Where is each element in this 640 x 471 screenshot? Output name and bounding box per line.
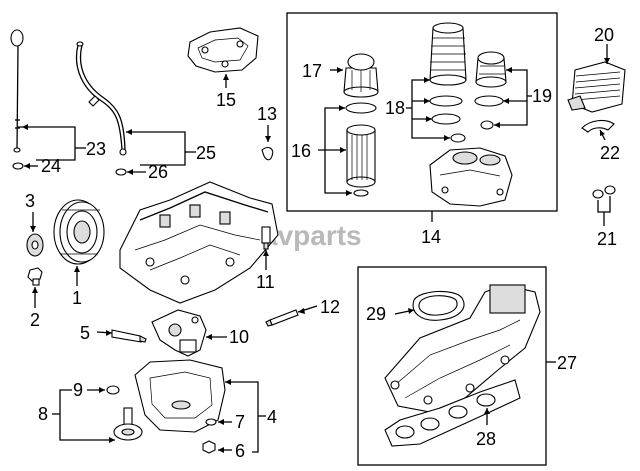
callout-12: 12	[320, 297, 340, 317]
dipstick-seal	[12, 162, 24, 170]
oil-cooler	[567, 61, 626, 113]
cooler-small-seal	[480, 120, 494, 130]
callout-17: 17	[302, 61, 322, 81]
crankshaft-pulley	[53, 199, 105, 265]
cooler-gasket	[581, 119, 615, 133]
callout-6: 6	[235, 441, 245, 461]
callout-3: 3	[25, 191, 35, 211]
oil-filter-element	[346, 124, 376, 188]
filter-housing-bellows	[429, 22, 467, 86]
pulley-bolt	[27, 267, 43, 286]
oil-level-sensor	[261, 226, 271, 250]
oil-pump	[151, 309, 207, 357]
housing-seal	[431, 113, 461, 125]
callout-16: 16	[291, 141, 311, 161]
intake-manifold	[384, 284, 541, 413]
callout-28: 28	[476, 429, 496, 449]
callout-labels: 23 24 25 26 15 13 3 2 1 11 12 5 10 9 8 4…	[25, 25, 620, 461]
bellows-seal	[429, 95, 463, 107]
oil-filter-housing	[429, 147, 513, 207]
oil-pickup	[113, 407, 143, 441]
callout-15: 15	[216, 90, 236, 110]
filter-cap	[343, 53, 379, 98]
callout-11: 11	[256, 272, 275, 292]
callout-10: 10	[229, 327, 249, 347]
pulley-washer	[26, 233, 44, 257]
callout-2: 2	[30, 310, 40, 330]
callout-19: 19	[532, 86, 552, 106]
filter-seal	[353, 189, 369, 197]
callout-9: 9	[73, 380, 83, 400]
drain-plug-washer	[205, 418, 217, 426]
tube-seal	[115, 168, 127, 176]
throttle-gasket	[412, 290, 465, 321]
cooler-seal	[474, 95, 504, 107]
engine-block	[119, 181, 279, 304]
callout-7: 7	[235, 412, 245, 432]
oil-pan	[134, 359, 226, 433]
callout-1: 1	[72, 288, 82, 308]
cooler-seal-b	[604, 185, 616, 195]
leader-lines	[18, 44, 611, 453]
pickup-seal	[106, 385, 120, 395]
cooler-seal-a	[592, 189, 604, 199]
intake-manifold-gasket	[384, 379, 521, 447]
callout-26: 26	[148, 162, 168, 182]
watermark: avparts	[262, 220, 362, 251]
callout-13: 13	[257, 104, 277, 124]
callout-21: 21	[597, 229, 617, 249]
callout-24: 24	[41, 156, 61, 176]
drain-plug	[202, 440, 216, 454]
oil-cooler-cap	[475, 51, 507, 88]
breather-hose	[261, 147, 274, 161]
callout-4: 4	[267, 407, 277, 427]
callout-20: 20	[594, 25, 614, 45]
callout-8: 8	[38, 404, 48, 424]
engine-cover	[187, 27, 259, 73]
callout-25: 25	[196, 143, 216, 163]
sealant-tube-left	[111, 329, 147, 343]
oil-filter-group-box	[286, 12, 558, 212]
callout-27: 27	[557, 353, 577, 373]
cap-seal	[345, 102, 377, 114]
intake-manifold-group-box	[357, 266, 547, 466]
callout-18: 18	[385, 98, 405, 118]
callout-5: 5	[80, 323, 90, 343]
callout-23: 23	[86, 139, 106, 159]
dipstick	[10, 29, 24, 153]
callout-29: 29	[366, 304, 386, 324]
small-seal	[450, 133, 466, 143]
sealant-tube-right	[265, 309, 299, 327]
callout-14: 14	[421, 227, 441, 247]
dipstick-tube	[75, 41, 127, 156]
callout-22: 22	[600, 143, 620, 163]
